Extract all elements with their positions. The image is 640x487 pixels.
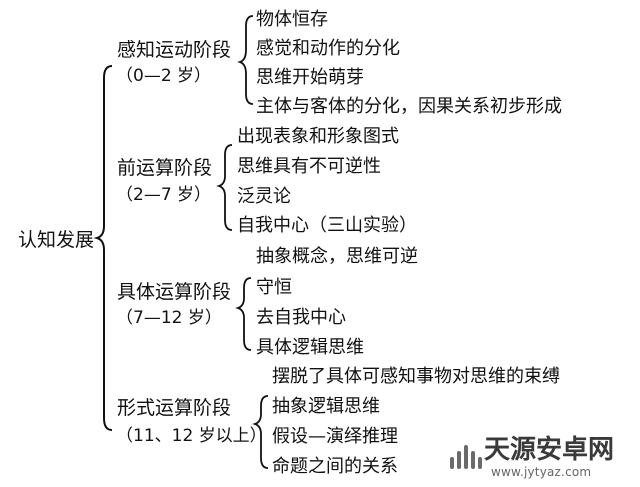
item-preoperational-4: 自我中心（三山实验） xyxy=(237,215,417,236)
stage-title-concrete: 具体运算阶段 xyxy=(117,281,232,303)
item-formal-1: 摆脱了具体可感知事物对思维的束缚 xyxy=(272,366,560,387)
watermark-logo-icon xyxy=(450,445,482,469)
stage-title-sensorimotor: 感知运动阶段 xyxy=(117,39,232,61)
stage-range-sensorimotor: （0—2 岁） xyxy=(116,66,212,86)
item-concrete-1: 抽象概念，思维可逆 xyxy=(256,246,418,267)
item-formal-2: 抽象逻辑思维 xyxy=(272,396,380,417)
stage-range-preoperational: （2—7 岁） xyxy=(116,185,212,205)
item-sensorimotor-3: 思维开始萌芽 xyxy=(256,67,364,88)
item-concrete-3: 去自我中心 xyxy=(256,307,346,328)
watermark-url: www.jytyaz.com xyxy=(491,465,592,479)
item-formal-4: 命题之间的关系 xyxy=(272,456,398,477)
item-preoperational-3: 泛灵论 xyxy=(237,186,291,207)
stage-brace-preoperational xyxy=(216,144,233,231)
item-preoperational-2: 思维具有不可逆性 xyxy=(237,156,381,177)
stage-brace-concrete xyxy=(235,277,252,351)
item-concrete-4: 具体逻辑思维 xyxy=(256,337,364,358)
stage-range-formal: （11、12 岁以上） xyxy=(116,426,267,446)
main-brace xyxy=(93,65,113,431)
root-node: 认知发展 xyxy=(18,229,95,251)
item-sensorimotor-2: 感觉和动作的分化 xyxy=(256,38,400,59)
stage-title-formal: 形式运算阶段 xyxy=(117,397,232,419)
stage-range-concrete: （7—12 岁） xyxy=(116,308,222,328)
item-sensorimotor-1: 物体恒存 xyxy=(256,9,328,30)
item-formal-3: 假设—演绎推理 xyxy=(272,426,398,447)
watermark: 天源安卓网 www.jytyaz.com xyxy=(446,437,632,485)
item-concrete-2: 守恒 xyxy=(256,277,292,298)
watermark-name: 天源安卓网 xyxy=(484,435,615,465)
item-preoperational-1: 出现表象和形象图式 xyxy=(237,126,399,147)
stage-brace-sensorimotor xyxy=(237,15,254,105)
stage-title-preoperational: 前运算阶段 xyxy=(117,157,213,179)
item-sensorimotor-4: 主体与客体的分化，因果关系初步形成 xyxy=(256,96,562,117)
